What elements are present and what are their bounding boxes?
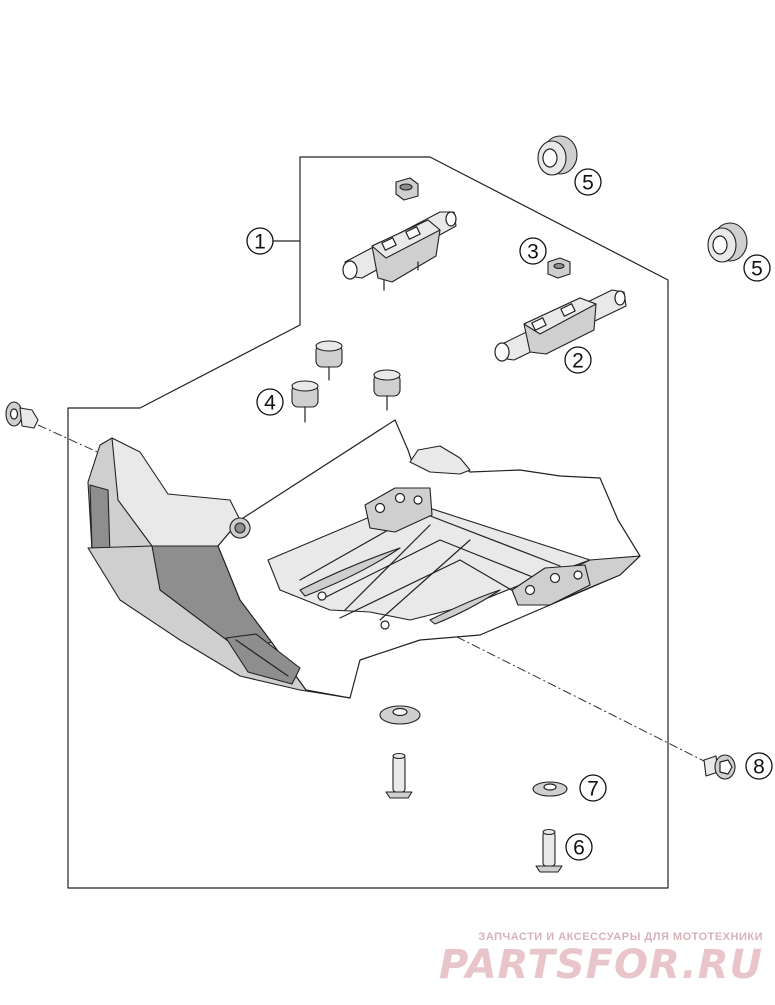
washer-item-7 — [532, 781, 568, 797]
callout-7-label: 7 — [587, 778, 599, 801]
callout-5-right-label: 5 — [751, 258, 763, 281]
screw-item-8 — [703, 754, 736, 780]
bolt-item-6 — [535, 828, 563, 873]
callout-8-label: 8 — [753, 756, 765, 779]
callout-1-label: 1 — [254, 231, 266, 254]
grommet-item-5-top — [537, 135, 578, 176]
callout-3-label: 3 — [527, 241, 539, 264]
callout-7: 7 — [579, 774, 607, 802]
callout-8: 8 — [745, 752, 773, 780]
callout-5-top-label: 5 — [582, 172, 594, 195]
callout-2-label: 2 — [572, 350, 584, 373]
callout-3: 3 — [519, 237, 547, 265]
washer-center — [379, 705, 421, 725]
callout-4: 4 — [256, 388, 284, 416]
skid-plate — [87, 419, 641, 699]
callout-5-top: 5 — [574, 168, 602, 196]
callout-6: 6 — [565, 833, 593, 861]
bracket-item-2 — [494, 289, 627, 362]
callout-5-right: 5 — [743, 254, 771, 282]
callout-2: 2 — [564, 346, 592, 374]
left-mounting-screw — [5, 401, 39, 429]
upper-nut — [395, 177, 419, 201]
axis-line-left — [37, 424, 105, 456]
bolt-center — [385, 752, 413, 799]
nut-item-3 — [547, 257, 571, 279]
rubber-bumper-item-4 — [291, 340, 401, 423]
callout-4-label: 4 — [264, 392, 276, 415]
assembly-outline — [67, 156, 669, 889]
upper-bracket — [342, 211, 457, 291]
callout-6-label: 6 — [573, 837, 585, 860]
callout-1: 1 — [246, 227, 274, 255]
grommet-item-5-right — [707, 222, 748, 263]
